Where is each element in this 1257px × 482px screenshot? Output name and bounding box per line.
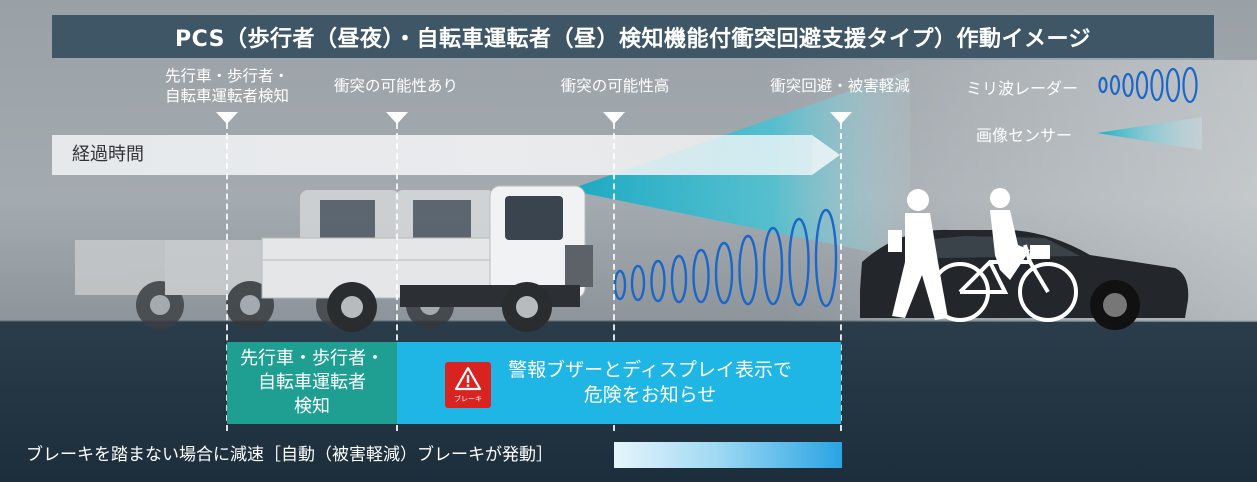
warning-phase-box: ブレーキ 警報ブザーとディスプレイ表示で 危険をお知らせ — [397, 342, 841, 424]
stage-label-possible: 衝突の可能性あり — [333, 77, 458, 95]
warning-icon: ブレーキ — [445, 362, 491, 408]
radar-waves — [613, 208, 838, 308]
warning-icon-label: ブレーキ — [454, 395, 482, 403]
brake-phase-bar — [614, 442, 842, 468]
cyclist — [930, 188, 1078, 322]
detect-box-line: 自転車運転者 — [258, 372, 366, 393]
timeline-arrow-head — [812, 135, 840, 175]
radar-legend-label: ミリ波レーダー — [966, 79, 1079, 98]
stage-guide-4 — [840, 123, 842, 431]
stage-marker-1 — [216, 112, 238, 124]
stage-label-avoid: 衝突回避・被害軽減 — [770, 77, 910, 95]
detect-box-line: 検知 — [294, 396, 330, 417]
warning-text-line: 危険をお知らせ — [583, 384, 717, 406]
stage-label-detect: 先行車・歩行者・ 自転車運転者検知 — [150, 66, 304, 106]
stage-guide-1 — [226, 123, 228, 431]
stage-label-line: 自転車運転者検知 — [164, 87, 289, 105]
detect-box-line: 先行車・歩行者・ — [240, 348, 384, 369]
warning-text-line: 警報ブザーとディスプレイ表示で — [508, 359, 792, 381]
diagram-title: PCS（歩行者（昼夜）・自転車運転者（昼）検知機能付衝突回避支援タイプ）作動イメ… — [52, 15, 1214, 58]
stage-marker-4 — [830, 112, 852, 124]
stage-label-line: 先行車・歩行者・ — [164, 67, 289, 85]
warning-text: 警報ブザーとディスプレイ表示で 危険をお知らせ — [500, 358, 800, 408]
detect-phase-box: 先行車・歩行者・ 自転車運転者 検知 — [227, 342, 397, 424]
brake-phase-text: ブレーキを踏まない場合に減速［自動（被害軽減）ブレーキが発動］ — [26, 445, 553, 465]
stage-marker-3 — [603, 112, 625, 124]
camera-legend-label: 画像センサー — [976, 126, 1073, 145]
radar-legend-icon — [1098, 66, 1198, 104]
truck — [261, 185, 593, 332]
stage-label-high: 衝突の可能性高 — [560, 77, 670, 95]
camera-legend-icon — [1097, 117, 1202, 150]
stage-marker-2 — [386, 112, 408, 124]
timeline-label: 経過時間 — [72, 144, 144, 165]
timeline-arrow — [52, 135, 812, 175]
stage-guide-2 — [396, 123, 398, 431]
stage-guide-3 — [613, 123, 615, 431]
